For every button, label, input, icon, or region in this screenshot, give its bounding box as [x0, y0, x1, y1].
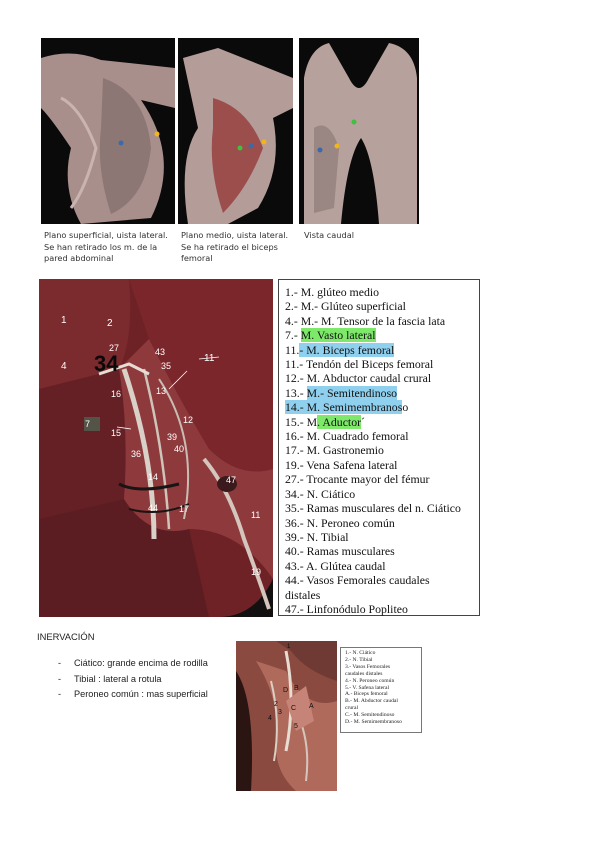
legend-item: 14.- M. Semimembranoso — [285, 400, 409, 415]
label-13: 13 — [156, 386, 167, 396]
label-40: 40 — [174, 444, 185, 454]
small-legend: 1.- N. Ciático 2.- N. Tibial 3.- Vasos F… — [340, 647, 422, 733]
small-label-3: 3 — [278, 709, 282, 716]
label-16: 16 — [111, 389, 122, 399]
label-11-top: 11 — [204, 353, 215, 364]
label-27: 27 — [109, 343, 120, 353]
legend-item: 19.- Vena Safena lateral — [285, 457, 398, 472]
label-43: 43 — [155, 347, 166, 357]
legend-item: 2.- M.- Glúteo superficial — [285, 299, 406, 314]
legend-item: 44.- Vasos Femorales caudales — [285, 573, 430, 588]
caption-caudal: Vista caudal — [304, 230, 354, 240]
photo-medio-lateral — [178, 38, 293, 224]
photo-superficial-lateral — [41, 38, 175, 224]
label-19: 19 — [251, 567, 262, 577]
small-label-D: D — [283, 687, 289, 694]
caption-superficial: Plano superficial, uista lateral. Se han… — [44, 230, 168, 263]
legend-item: 15.- M. Aductor´ — [285, 414, 365, 429]
label-35: 35 — [161, 361, 172, 371]
small-label-C: C — [291, 705, 297, 712]
legend-item: 34.- N. Ciático — [285, 486, 356, 501]
legend-item: 13.- M.- Semitendinoso — [285, 385, 398, 400]
muscle-legend: 1.- M. glúteo medio 2.- M.- Glúteo super… — [278, 279, 480, 616]
small-label-2: 2 — [274, 701, 278, 708]
legend-item: 17.- M. Gastronemio — [285, 443, 384, 458]
inervacion-list: Ciático: grande encima de rodilla Tibial… — [58, 656, 208, 703]
legend-item: 35.- Ramas musculares del n. Ciático — [285, 501, 461, 516]
label-7: 7 — [85, 419, 91, 429]
section-title-inervacion: INERVACIÓN — [37, 631, 95, 642]
legend-item: 11.- M. Biceps femoral — [285, 342, 395, 357]
legend-item: 12.- M. Abductor caudal crural — [285, 371, 432, 386]
legend-item: 4.- M.- M. Tensor de la fascia lata — [285, 313, 446, 328]
legend-item: 7.- M. Vasto lateral — [285, 328, 376, 343]
label-34: 34 — [94, 351, 119, 376]
label-15: 15 — [111, 428, 122, 438]
label-44: 44 — [148, 503, 159, 513]
legend-item: 16.- M. Cuadrado femoral — [285, 429, 409, 444]
label-11-bottom: 11 — [251, 510, 261, 520]
legend-item: 36.- N. Peroneo común — [285, 515, 395, 530]
label-47: 47 — [226, 475, 237, 485]
list-item: Peroneo común : mas superficial — [58, 687, 208, 703]
label-14: 14 — [148, 472, 159, 482]
photo-main-dissection: 1 2 27 43 4 34 35 11 16 13 7 12 15 39 40… — [39, 279, 273, 617]
legend-item: 40.- Ramas musculares — [285, 544, 395, 559]
photo-nerves-detail: 1 2 3 4 5 A B C D — [236, 641, 337, 791]
small-label-B: B — [294, 685, 299, 692]
list-item: Tibial : lateral a rotula — [58, 672, 208, 688]
legend-item: 47.- Linfonódulo Popliteo — [285, 601, 408, 616]
small-label-5: 5 — [294, 723, 298, 730]
label-39: 39 — [167, 432, 178, 442]
legend-item: 27.- Trocante mayor del fémur — [285, 472, 430, 487]
legend-item: 39.- N. Tibial — [285, 529, 349, 544]
photo-vista-caudal — [299, 38, 419, 224]
legend-item: 1.- M. glúteo medio — [285, 285, 380, 299]
legend-item: 43.- A. Glútea caudal — [285, 558, 386, 573]
legend-item: distales — [285, 587, 321, 602]
caption-medio: Plano medio, uista lateral. Se ha retira… — [181, 230, 289, 263]
small-label-1: 1 — [287, 644, 291, 650]
label-36: 36 — [131, 449, 142, 459]
label-17: 17 — [179, 504, 190, 514]
legend-item: 11.- Tendón del Biceps femoral — [285, 357, 434, 372]
small-label-A: A — [309, 703, 314, 710]
label-12: 12 — [183, 415, 194, 425]
small-label-4: 4 — [268, 715, 272, 722]
label-4: 4 — [61, 361, 67, 372]
list-item: Ciático: grande encima de rodilla — [58, 656, 208, 672]
label-2: 2 — [107, 318, 113, 329]
label-1: 1 — [61, 315, 67, 326]
